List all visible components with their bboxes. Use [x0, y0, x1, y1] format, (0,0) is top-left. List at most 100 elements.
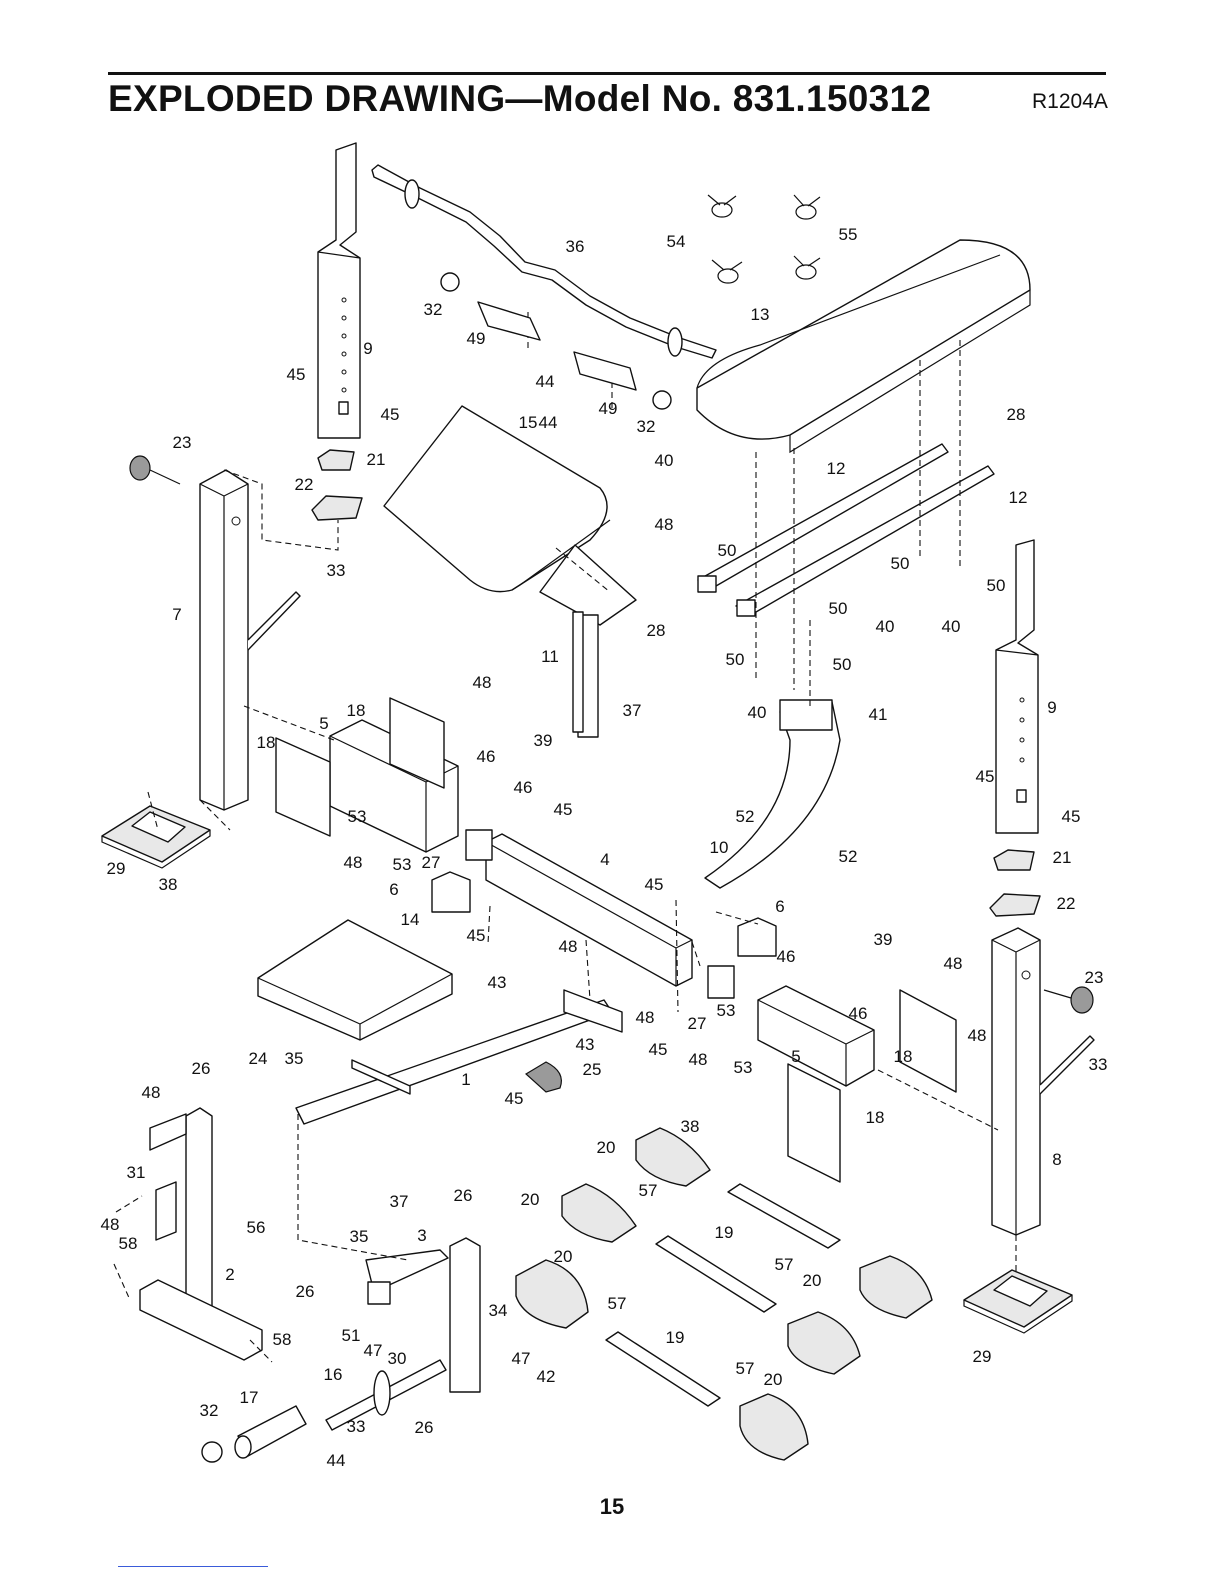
foot-cap-right	[963, 1269, 1073, 1334]
callout-43: 43	[488, 973, 507, 992]
callout-40: 40	[748, 703, 767, 722]
callout-48: 48	[968, 1026, 987, 1045]
callout-2: 2	[225, 1265, 234, 1284]
callout-48: 48	[636, 1008, 655, 1027]
callout-32: 32	[637, 417, 656, 436]
callout-40: 40	[655, 451, 674, 470]
callout-48: 48	[689, 1050, 708, 1069]
callout-35: 35	[350, 1227, 369, 1246]
callout-35: 35	[285, 1049, 304, 1068]
frame-tube-5-right	[757, 985, 875, 1087]
header-rule	[108, 72, 1106, 75]
callout-11: 11	[541, 647, 559, 666]
callout-49: 49	[599, 399, 618, 418]
curl-bar	[371, 164, 717, 359]
callout-40: 40	[876, 617, 895, 636]
callout-37: 37	[623, 701, 642, 720]
backrest-pad	[696, 239, 1031, 454]
main-frame-4	[485, 833, 693, 987]
callout-19: 19	[666, 1328, 685, 1347]
page-number: 15	[599, 1494, 625, 1519]
pop-pin-knobs	[129, 455, 1094, 1014]
callout-45: 45	[467, 926, 486, 945]
callout-9: 9	[363, 339, 372, 358]
callout-32: 32	[200, 1401, 219, 1420]
callout-57: 57	[736, 1359, 755, 1378]
callout-41: 41	[869, 705, 888, 724]
callout-57: 57	[775, 1255, 794, 1274]
callout-31: 31	[127, 1163, 146, 1182]
callout-46: 46	[849, 1004, 868, 1023]
revision-code: R1204A	[1032, 90, 1108, 113]
callout-12: 12	[1009, 488, 1028, 507]
callout-37: 37	[390, 1192, 409, 1211]
callout-14: 14	[401, 910, 420, 929]
callout-57: 57	[608, 1294, 627, 1313]
callout-33: 33	[327, 561, 346, 580]
callout-53: 53	[348, 807, 367, 826]
callout-48: 48	[142, 1083, 161, 1102]
callout-18: 18	[347, 701, 366, 720]
foot-cap-left	[101, 805, 211, 869]
callout-26: 26	[454, 1186, 473, 1205]
callout-30: 30	[388, 1349, 407, 1368]
callout-23: 23	[173, 433, 192, 452]
callout-51: 51	[342, 1326, 361, 1345]
callout-20: 20	[764, 1370, 783, 1389]
callout-7: 7	[172, 605, 181, 624]
callout-55: 55	[839, 225, 858, 244]
callout-39: 39	[534, 731, 553, 750]
callout-53: 53	[734, 1058, 753, 1077]
callout-39: 39	[874, 930, 893, 949]
callout-26: 26	[296, 1282, 315, 1301]
seat-pad	[257, 919, 453, 1041]
pulley-25	[524, 1061, 562, 1093]
callout-5: 5	[319, 714, 328, 733]
leg-assembly-3	[365, 1237, 481, 1393]
callout-3: 3	[417, 1226, 426, 1245]
callout-58: 58	[273, 1330, 292, 1349]
callout-29: 29	[107, 859, 126, 878]
callout-20: 20	[554, 1247, 573, 1266]
callout-24: 24	[249, 1049, 268, 1068]
callout-16: 16	[324, 1365, 343, 1384]
callout-22: 22	[295, 475, 314, 494]
callout-53: 53	[393, 855, 412, 874]
callout-21: 21	[1053, 848, 1072, 867]
callout-10: 10	[710, 838, 729, 857]
callout-9: 9	[1047, 698, 1056, 717]
upright-right	[995, 539, 1039, 834]
callout-48: 48	[944, 954, 963, 973]
callout-18: 18	[866, 1108, 885, 1127]
callout-20: 20	[521, 1190, 540, 1209]
callout-44: 44	[539, 413, 558, 432]
callout-57: 57	[639, 1181, 658, 1200]
callout-15: 15	[519, 413, 538, 432]
bracket-27	[465, 829, 735, 999]
sleeve-17	[201, 1405, 307, 1463]
callout-12: 12	[827, 459, 846, 478]
front-leg-2	[139, 1107, 263, 1361]
callout-32: 32	[424, 300, 443, 319]
callout-34: 34	[489, 1301, 508, 1320]
roller-tubes	[605, 1183, 841, 1407]
callout-49: 49	[467, 329, 486, 348]
callout-1: 1	[461, 1070, 470, 1089]
callout-33: 33	[347, 1417, 366, 1436]
callout-4: 4	[600, 850, 609, 869]
page-title: EXPLODED DRAWING—Model No. 831.150312	[108, 78, 932, 119]
callout-50: 50	[987, 576, 1006, 595]
callout-18: 18	[257, 733, 276, 752]
arm-curl-bracket	[704, 699, 841, 889]
callout-25: 25	[583, 1060, 602, 1079]
callout-50: 50	[829, 599, 848, 618]
callout-50: 50	[833, 655, 852, 674]
callout-42: 42	[537, 1367, 556, 1386]
upright-post-7	[199, 469, 301, 811]
upright-left	[317, 142, 361, 439]
upright-post-8	[991, 927, 1095, 1236]
callout-26: 26	[415, 1418, 434, 1437]
callout-6: 6	[389, 880, 398, 899]
callout-48: 48	[344, 853, 363, 872]
